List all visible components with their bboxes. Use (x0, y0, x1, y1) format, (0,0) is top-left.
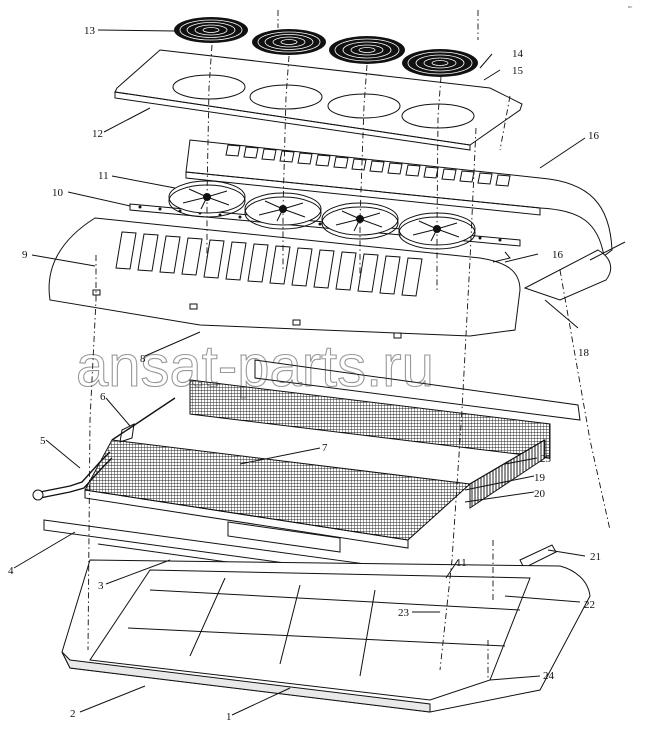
end-cap (492, 241, 626, 301)
callout-7: 7 (322, 442, 328, 454)
callout-3: 3 (98, 580, 104, 592)
leader-lines (13, 29, 586, 716)
callout-5: 5 (40, 435, 46, 447)
condenser-coil (84, 379, 551, 549)
callout-24: 24 (543, 670, 555, 682)
callout-17: 16 (552, 249, 564, 261)
base-frame (61, 559, 591, 713)
assembly-center-lines (87, 10, 611, 680)
callout-13: 13 (84, 25, 96, 37)
callout-2: 2 (70, 708, 76, 720)
callout-10: 10 (52, 187, 64, 199)
main-louvered-cover (48, 217, 521, 339)
fan-grille-2 (252, 29, 326, 55)
callout-1: 1 (226, 711, 232, 723)
callout-21: 21 (590, 551, 601, 563)
fan-shroud-plate (114, 49, 523, 151)
corner-mark: ⁿᵒ (628, 4, 632, 12)
callout-6: 6 (100, 391, 106, 403)
callout-14: 14 (512, 48, 524, 60)
callout-23: 23 (398, 607, 410, 619)
fan-grille-4 (402, 49, 478, 77)
watermark: ansat-parts.ru (76, 334, 434, 399)
callout-20: 20 (534, 488, 546, 500)
callout-18: 18 (578, 347, 590, 359)
callout-19: 19 (534, 472, 546, 484)
callout-labels: 13 14 15 12 16 11 10 9 16 18 8 6 5 7 25 … (8, 25, 601, 723)
callout-16: 16 (588, 130, 600, 142)
callout-8: 8 (140, 353, 146, 365)
fan-grille-1 (174, 17, 248, 43)
callout-25: 25 (540, 453, 552, 465)
upper-louvered-cover (185, 139, 613, 257)
fan-grille-group (174, 17, 478, 77)
callout-12: 12 (92, 128, 103, 140)
callout-11-lower: 11 (456, 557, 467, 569)
callout-15: 15 (512, 65, 524, 77)
callout-4: 4 (8, 565, 14, 577)
callout-9: 9 (22, 249, 28, 261)
side-panel (254, 359, 581, 421)
callout-11: 11 (98, 170, 109, 182)
callout-22: 22 (584, 599, 595, 611)
fan-grille-3 (329, 36, 405, 64)
